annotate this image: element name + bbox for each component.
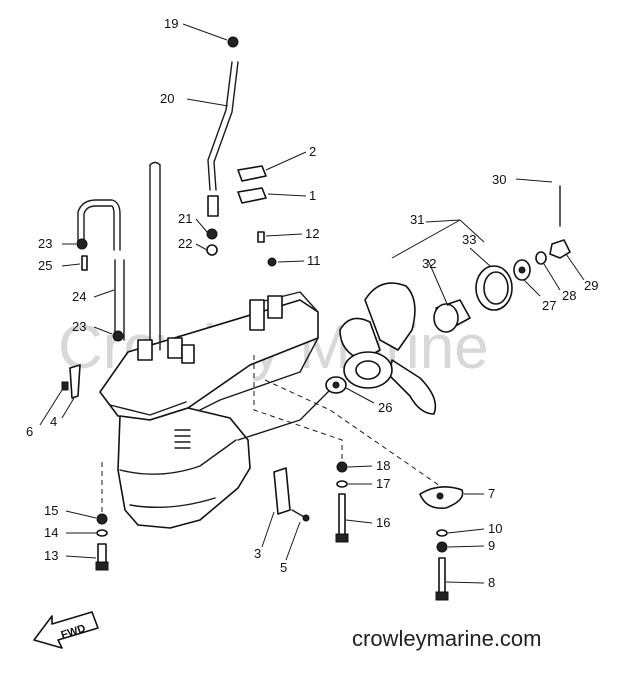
washer-9 xyxy=(436,541,448,553)
callout-23a: 23 xyxy=(38,236,52,251)
nut-29 xyxy=(549,239,571,259)
lower-unit-housing xyxy=(99,161,341,529)
callout-17: 17 xyxy=(376,476,390,491)
callout-33: 33 xyxy=(462,232,476,247)
callout-28: 28 xyxy=(562,288,576,303)
callout-23b: 23 xyxy=(72,319,86,334)
shift-rod xyxy=(76,199,121,271)
callout-32: 32 xyxy=(422,256,436,271)
callout-2: 2 xyxy=(309,144,316,159)
callout-16: 16 xyxy=(376,515,390,530)
washer-17 xyxy=(336,480,348,488)
callout-21: 21 xyxy=(178,211,192,226)
callout-25: 25 xyxy=(38,258,52,273)
callout-5: 5 xyxy=(280,560,287,575)
fwd-arrow-icon: FWD xyxy=(33,611,99,649)
callout-19: 19 xyxy=(164,16,178,31)
callout-4: 4 xyxy=(50,414,57,429)
callout-27: 27 xyxy=(542,298,556,313)
callout-6: 6 xyxy=(26,424,33,439)
washer-28 xyxy=(535,251,547,265)
callout-18: 18 xyxy=(376,458,390,473)
washer-21 xyxy=(206,228,218,240)
callout-22: 22 xyxy=(178,236,192,251)
washer-15 xyxy=(96,513,108,525)
callout-24: 24 xyxy=(72,289,86,304)
bolt-16 xyxy=(338,493,346,537)
callout-12: 12 xyxy=(305,226,319,241)
bolt-8 xyxy=(438,557,446,595)
nut-11 xyxy=(267,257,277,267)
grommet-2 xyxy=(237,165,267,182)
callout-15: 15 xyxy=(44,503,58,518)
callout-8: 8 xyxy=(488,575,495,590)
bolt-13 xyxy=(97,543,107,565)
seal-1 xyxy=(237,187,267,204)
callout-10: 10 xyxy=(488,521,502,536)
propeller-31 xyxy=(339,282,437,415)
leader-lines xyxy=(39,23,585,584)
water-tube xyxy=(207,36,239,217)
washer-10 xyxy=(436,529,448,537)
bolt-6 xyxy=(61,381,69,391)
callout-9: 9 xyxy=(488,538,495,553)
callout-7: 7 xyxy=(488,486,495,501)
callout-30: 30 xyxy=(492,172,506,187)
callout-13: 13 xyxy=(44,548,58,563)
callout-3: 3 xyxy=(254,546,261,561)
callout-14: 14 xyxy=(44,525,58,540)
site-label: crowleymarine.com xyxy=(352,626,542,651)
callout-numbers: 19 20 2 1 21 22 12 11 23 25 24 23 6 4 15… xyxy=(26,16,598,590)
spacer-32 xyxy=(433,299,471,333)
callout-1: 1 xyxy=(309,188,316,203)
anode-3 xyxy=(273,467,291,515)
pin-12 xyxy=(257,231,265,243)
washer-14 xyxy=(96,529,108,537)
callout-20: 20 xyxy=(160,91,174,106)
callout-31: 31 xyxy=(410,212,424,227)
bolt-23b xyxy=(112,330,124,342)
washer-18 xyxy=(336,461,348,473)
anode-4 xyxy=(69,364,81,399)
callout-11: 11 xyxy=(307,253,321,268)
washer-22 xyxy=(206,244,218,256)
callout-26: 26 xyxy=(378,400,392,415)
callout-29: 29 xyxy=(584,278,598,293)
thrust-ring-33 xyxy=(475,265,513,311)
